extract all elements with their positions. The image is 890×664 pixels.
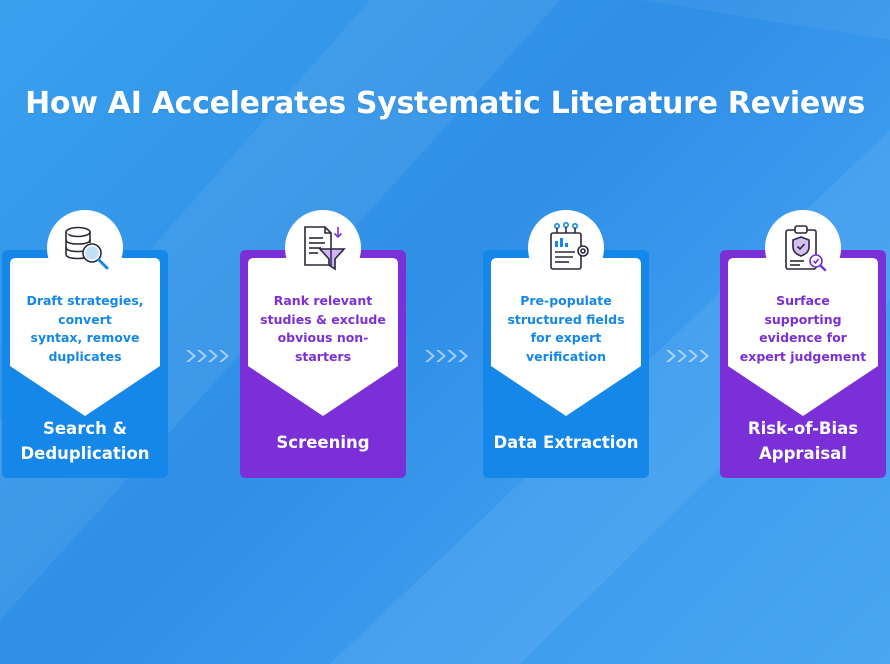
card-frame [2, 250, 168, 478]
step-label: Data Extraction [493, 433, 639, 452]
card-frame [720, 250, 886, 478]
data-chart-gear-icon [528, 210, 604, 286]
card-frame [240, 250, 406, 478]
step-label: Screening [276, 433, 370, 452]
arrow-chevrons-icon [425, 350, 468, 362]
document-filter-icon [285, 210, 361, 286]
step-label: Search &Deduplication [20, 419, 150, 463]
arrow-chevrons-icon [186, 350, 229, 362]
database-search-icon [47, 210, 123, 286]
card-frame [483, 250, 649, 478]
clipboard-shield-icon [765, 210, 841, 286]
page-title: How AI Accelerates Systematic Literature… [25, 86, 865, 121]
arrow-chevrons-icon [666, 350, 709, 362]
